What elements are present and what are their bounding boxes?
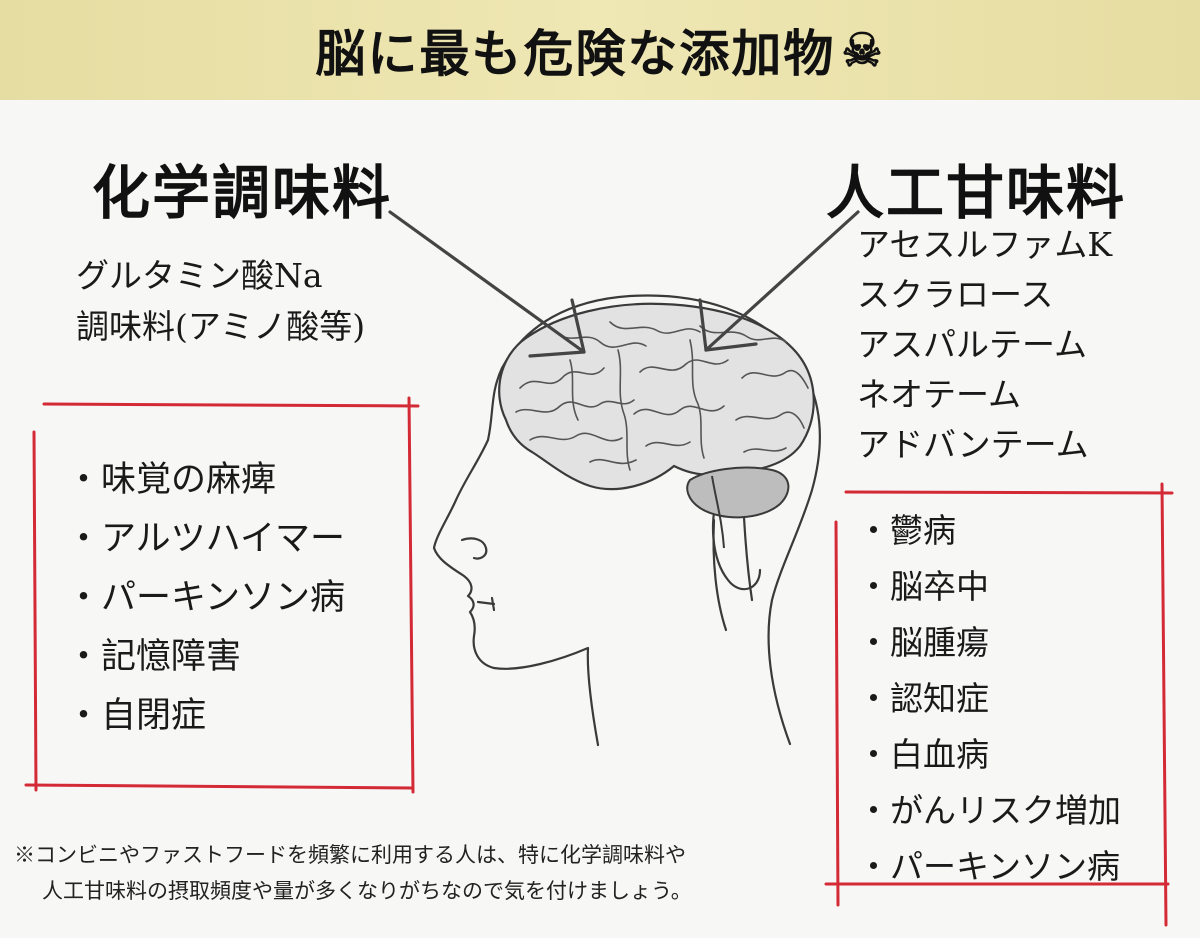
effect-item: ・パーキンソン病 — [66, 578, 345, 618]
ingredient-item: アドバンテーム — [857, 425, 1089, 464]
ingredient-item: アスパルテーム — [857, 325, 1088, 364]
head-outline — [432, 294, 821, 747]
pointer-lines — [388, 210, 860, 358]
ingredient-item: ネオテーム — [857, 375, 1022, 414]
page-title-text: 脳に最も危険な添加物 — [315, 24, 836, 83]
ingredient-item: アセスルファムK — [857, 225, 1112, 264]
footnote-line-2: 人工甘味料の摂取頻度や量が多くなりがちなので気を付けましょう。 — [42, 879, 692, 903]
title-banner: 脳に最も危険な添加物 ☠ — [0, 0, 1200, 100]
effect-item: ・がんリスク増加 — [857, 791, 1121, 830]
brain-illustration — [498, 302, 815, 549]
effect-item: ・自閉症 — [66, 696, 207, 736]
right-ingredient-list: アセスルファムK スクラロース アスパルテーム ネオテーム アドバンテーム — [857, 220, 1112, 470]
effect-item: ・味覚の麻痺 — [66, 460, 277, 500]
left-effects-frame — [24, 396, 420, 794]
skull-crossbones-icon: ☠ — [841, 23, 885, 77]
left-effects-list: ・味覚の麻痺 ・アルツハイマー ・パーキンソン病 ・記憶障害 ・自閉症 — [66, 451, 345, 746]
right-effects-list: ・鬱病 ・脳卒中 ・脳腫瘍 ・認知症 ・白血病 ・がんリスク増加 ・パーキンソン… — [857, 503, 1121, 895]
page-title: 脳に最も危険な添加物 ☠ — [315, 14, 884, 86]
effect-item: ・記憶障害 — [66, 637, 242, 677]
footnote-line-1: ※コンビニやファストフードを頻繁に利用する人は、特に化学調味料や — [14, 843, 686, 867]
effect-item: ・鬱病 — [857, 511, 956, 550]
ingredient-item: スクラロース — [857, 275, 1054, 314]
effect-item: ・認知症 — [857, 679, 989, 718]
effect-item: ・白血病 — [857, 735, 989, 774]
ingredient-item: グルタミン酸Na — [76, 256, 323, 295]
effect-item: ・パーキンソン病 — [857, 847, 1121, 886]
right-effects-frame — [824, 482, 1174, 927]
left-heading: 化学調味料 — [92, 159, 393, 227]
right-heading: 人工甘味料 — [826, 159, 1127, 227]
effect-item: ・脳腫瘍 — [857, 623, 989, 662]
effect-item: ・アルツハイマー — [66, 519, 345, 559]
ingredient-item: 調味料(アミノ酸等) — [76, 307, 366, 346]
footnote: ※コンビニやファストフードを頻繁に利用する人は、特に化学調味料や 人工甘味料の摂… — [14, 837, 814, 909]
effect-item: ・脳卒中 — [857, 567, 989, 606]
left-ingredient-list: グルタミン酸Na 調味料(アミノ酸等) — [76, 250, 365, 352]
